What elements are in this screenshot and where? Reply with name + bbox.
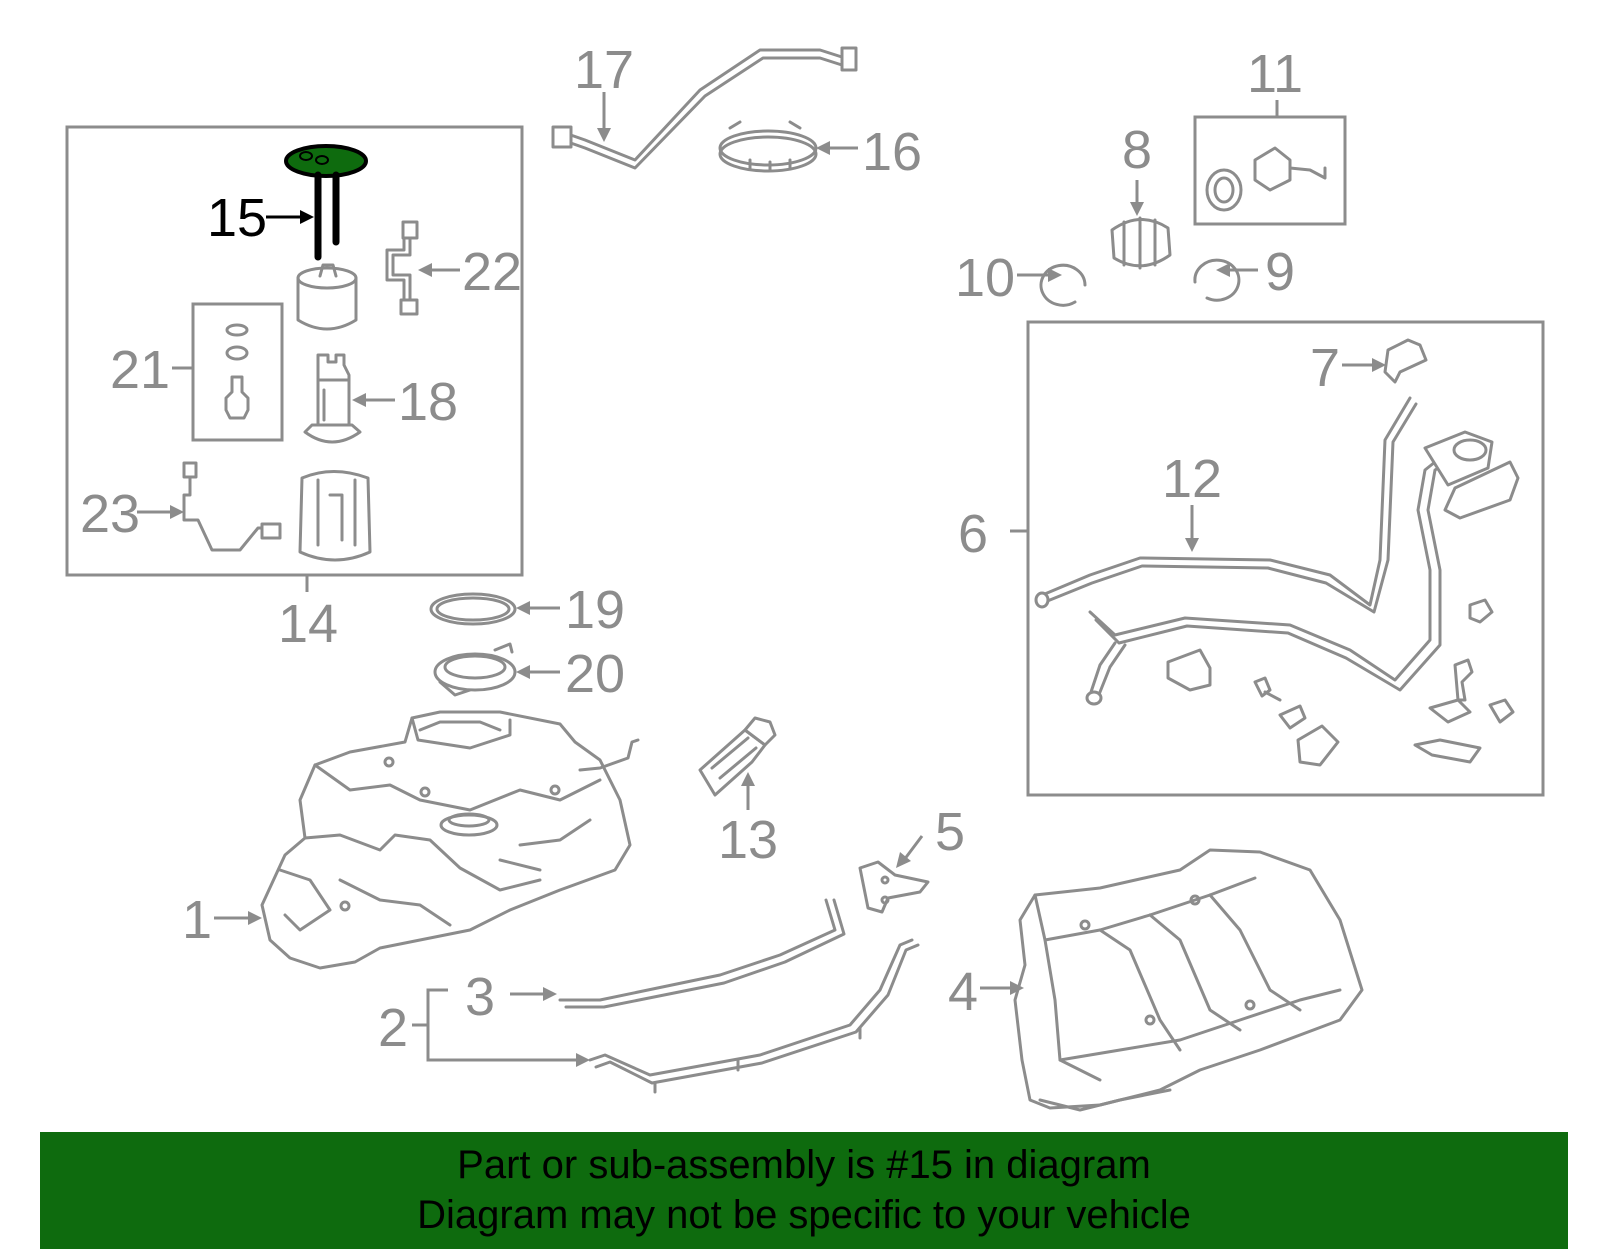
part-filter <box>296 263 358 331</box>
group-box-21 <box>191 302 284 442</box>
part-15-highlighted[interactable] <box>284 144 368 261</box>
part-11-fuel-cap <box>1205 146 1327 212</box>
part-13-connector <box>698 716 777 797</box>
callout-22[interactable]: 22 <box>462 242 522 302</box>
part-2-strap <box>588 938 920 1094</box>
callout-12[interactable]: 12 <box>1162 449 1222 509</box>
callout-23[interactable]: 23 <box>80 484 140 544</box>
group-box-11 <box>1193 115 1347 226</box>
arrowhead-1 <box>248 911 262 925</box>
callout-21[interactable]: 21 <box>110 340 170 400</box>
box-6-hardware <box>1166 460 1520 767</box>
callout-19[interactable]: 19 <box>565 580 625 640</box>
callout-6[interactable]: 6 <box>958 504 988 564</box>
arrowhead-3 <box>543 987 557 1001</box>
part-9-clip <box>1193 258 1241 302</box>
callout-5[interactable]: 5 <box>935 802 965 862</box>
arrowhead-19 <box>516 601 530 615</box>
part-23-sender <box>182 461 282 552</box>
part-7-bracket <box>1383 338 1428 384</box>
arrowhead-5 <box>896 852 911 868</box>
part-reservoir <box>298 470 372 562</box>
callout-15-highlighted[interactable]: 15 <box>207 188 267 248</box>
arrowhead-13 <box>741 772 755 786</box>
arrowhead-16 <box>816 141 830 155</box>
callout-7[interactable]: 7 <box>1310 338 1340 398</box>
part-17-vent-hose <box>551 46 858 170</box>
part-10-clip <box>1039 263 1087 307</box>
arrowhead-17 <box>597 128 611 142</box>
part-8-filler-inlet <box>1110 216 1172 270</box>
arrowhead-4 <box>1010 981 1024 995</box>
part-5-bracket <box>858 860 930 914</box>
callout-10[interactable]: 10 <box>955 248 1015 308</box>
arrowhead-22 <box>418 263 432 277</box>
banner-line-2: Diagram may not be specific to your vehi… <box>417 1193 1191 1237</box>
arrowhead-20 <box>516 665 530 679</box>
callout-11[interactable]: 11 <box>1247 44 1303 104</box>
callout-3[interactable]: 3 <box>465 967 495 1027</box>
callout-4[interactable]: 4 <box>948 962 978 1022</box>
part-1-fuel-tank <box>260 710 640 970</box>
arrowhead-23 <box>170 505 184 519</box>
arrowhead-18 <box>352 393 366 407</box>
arrowhead-10 <box>1048 268 1062 282</box>
part-12-filler-pipe <box>1034 396 1494 706</box>
info-banner: Part or sub-assembly is #15 in diagram D… <box>40 1132 1568 1249</box>
arrowhead-2 <box>576 1053 590 1067</box>
banner-line-1: Part or sub-assembly is #15 in diagram <box>457 1143 1151 1187</box>
part-4-heat-shield <box>1013 848 1364 1112</box>
part-18-fuel-pump <box>303 353 362 444</box>
arrowhead-12 <box>1185 538 1199 552</box>
exploded-parts-diagram: 1 2 3 4 5 6 7 8 9 10 11 12 13 14 15 16 1… <box>65 40 1545 1112</box>
part-19-gasket <box>429 592 517 626</box>
leader-2 <box>426 988 578 1062</box>
leader-5 <box>902 835 924 861</box>
arrowhead-7 <box>1372 358 1386 372</box>
part-3-strap <box>558 898 846 1009</box>
callout-14[interactable]: 14 <box>278 594 338 654</box>
callout-16[interactable]: 16 <box>862 122 922 182</box>
callout-18[interactable]: 18 <box>398 372 458 432</box>
arrowhead-8 <box>1130 202 1144 216</box>
part-20-retainer <box>433 642 517 697</box>
part-16-lock-ring <box>718 120 818 173</box>
arrowhead-9 <box>1216 263 1230 277</box>
part-21-valve-set <box>224 323 250 420</box>
callout-1[interactable]: 1 <box>182 890 212 950</box>
group-box-6 <box>1026 320 1545 797</box>
arrowhead-15 <box>300 210 314 224</box>
callout-8[interactable]: 8 <box>1122 120 1152 180</box>
part-22-harness <box>385 220 419 316</box>
callout-2[interactable]: 2 <box>378 998 408 1058</box>
group-box-14 <box>65 125 524 577</box>
callout-17[interactable]: 17 <box>574 40 634 100</box>
callout-13[interactable]: 13 <box>718 810 778 870</box>
callout-9[interactable]: 9 <box>1265 242 1295 302</box>
callout-20[interactable]: 20 <box>565 644 625 704</box>
